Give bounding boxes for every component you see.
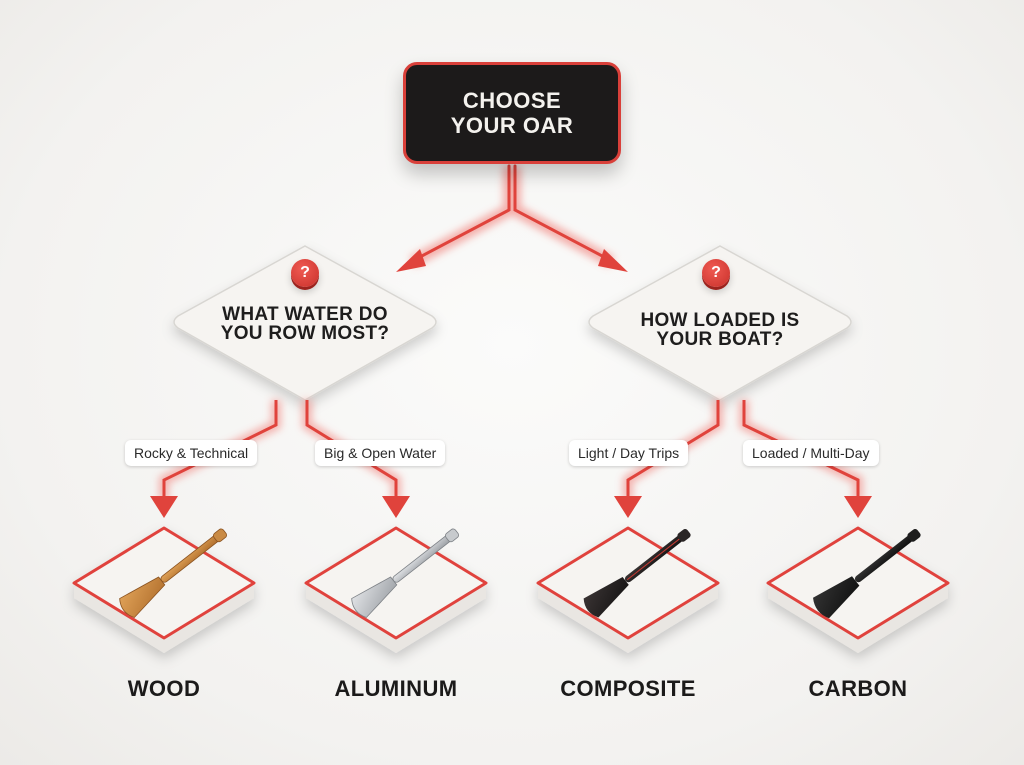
result-label-carbon: CARBON — [808, 676, 908, 701]
result-tiles — [72, 526, 950, 653]
question-text-water: WHAT WATER DO YOU ROW MOST? — [220, 304, 390, 344]
root-node: CHOOSE YOUR OAR — [403, 62, 621, 164]
question-mark-icon: ? — [291, 259, 319, 287]
wood-oar-icon — [119, 528, 228, 618]
question-text-load: HOW LOADED IS YOUR BOAT? — [640, 310, 800, 350]
composite-tile — [536, 526, 720, 653]
branch-label-multi-day: Loaded / Multi-Day — [743, 440, 879, 466]
arrow-to-wood — [150, 496, 178, 518]
branch-label-rocky: Rocky & Technical — [125, 440, 258, 466]
carbon-tile — [766, 526, 950, 653]
arrow-to-composite — [614, 496, 642, 518]
arrow-to-right-question — [598, 249, 628, 272]
branch-label-day-trips: Light / Day Trips — [569, 440, 689, 466]
question-diamonds — [173, 245, 852, 401]
root-connectors — [396, 164, 628, 272]
arrow-to-carbon — [844, 496, 872, 518]
root-title: CHOOSE YOUR OAR — [450, 88, 574, 138]
wood-tile — [72, 526, 256, 653]
result-label-wood: WOOD — [127, 676, 201, 701]
carbon-oar-icon — [813, 528, 921, 619]
arrow-to-aluminum — [382, 496, 410, 518]
aluminum-oar-icon — [351, 528, 460, 618]
composite-oar-icon — [583, 528, 691, 618]
result-label-composite: COMPOSITE — [560, 676, 696, 701]
arrow-to-left-question — [396, 249, 426, 272]
aluminum-tile — [304, 526, 488, 653]
result-label-aluminum: ALUMINUM — [334, 676, 458, 701]
question-mark-icon: ? — [702, 259, 730, 287]
branch-label-open-water: Big & Open Water — [315, 440, 446, 466]
